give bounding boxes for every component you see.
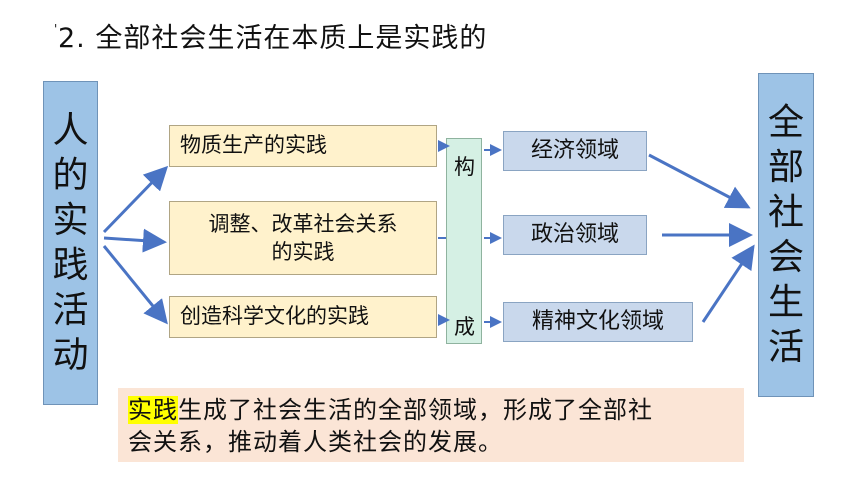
page-heading: ' 2. 全部社会生活在本质上是实践的 <box>54 16 488 55</box>
practice-label: 物质生产的实践 <box>180 133 327 157</box>
summary-line1: 实践生成了社会生活的全部领域，形成了全部社 <box>128 394 734 426</box>
arrow-to-social-relations <box>103 228 167 253</box>
left-char: 动 <box>52 335 89 376</box>
heading-text: 2. 全部社会生活在本质上是实践的 <box>58 23 488 54</box>
practice-label-line2: 的实践 <box>271 240 335 264</box>
human-practice-box: 人 的 实 践 活 动 <box>43 81 98 405</box>
domain-label: 经济领域 <box>530 138 619 163</box>
economic-domain-box: 经济领域 <box>503 131 647 171</box>
left-char: 实 <box>52 200 89 241</box>
arrow-economic-to-social-life <box>648 153 751 209</box>
left-char: 践 <box>52 245 89 286</box>
arrow-cultural-to-social-life <box>701 244 755 323</box>
left-char: 活 <box>52 290 89 331</box>
heading-marker: ' <box>54 22 59 36</box>
summary-note: 实践生成了社会生活的全部领域，形成了全部社 会关系，推动着人类社会的发展。 <box>118 388 744 462</box>
practice-label-line1: 调整、改革社会关系 <box>208 212 398 236</box>
right-char: 社 <box>767 192 804 233</box>
summary-line2: 会关系，推动着人类社会的发展。 <box>128 428 503 456</box>
left-char: 人 <box>52 110 89 151</box>
right-char: 活 <box>767 327 804 368</box>
material-production-box: 物质生产的实践 <box>169 125 437 167</box>
arrow-to-science-culture <box>102 245 168 325</box>
highlighted-term: 实践 <box>128 396 178 424</box>
right-char: 部 <box>767 147 804 188</box>
right-char: 会 <box>767 237 804 278</box>
cultural-domain-box: 精神文化领域 <box>503 302 693 342</box>
arrow-to-material-production <box>102 165 169 234</box>
connector-char-top: 构 <box>454 155 475 179</box>
social-relations-box: 调整、改革社会关系 的实践 <box>169 201 437 275</box>
social-life-box: 全 部 社 会 生 活 <box>758 73 814 397</box>
right-char: 全 <box>767 102 804 143</box>
science-culture-box: 创造科学文化的实践 <box>169 296 437 338</box>
left-char: 的 <box>52 155 89 196</box>
summary-line1-text: 生成了社会生活的全部领域，形成了全部社 <box>178 396 653 424</box>
constitute-connector: 构 成 <box>446 138 482 344</box>
right-char: 生 <box>767 282 804 323</box>
domain-label: 精神文化领域 <box>531 309 664 334</box>
practice-label: 创造科学文化的实践 <box>180 304 369 328</box>
political-domain-box: 政治领域 <box>503 215 647 255</box>
connector-char-bottom: 成 <box>454 315 475 339</box>
domain-label: 政治领域 <box>530 222 619 247</box>
